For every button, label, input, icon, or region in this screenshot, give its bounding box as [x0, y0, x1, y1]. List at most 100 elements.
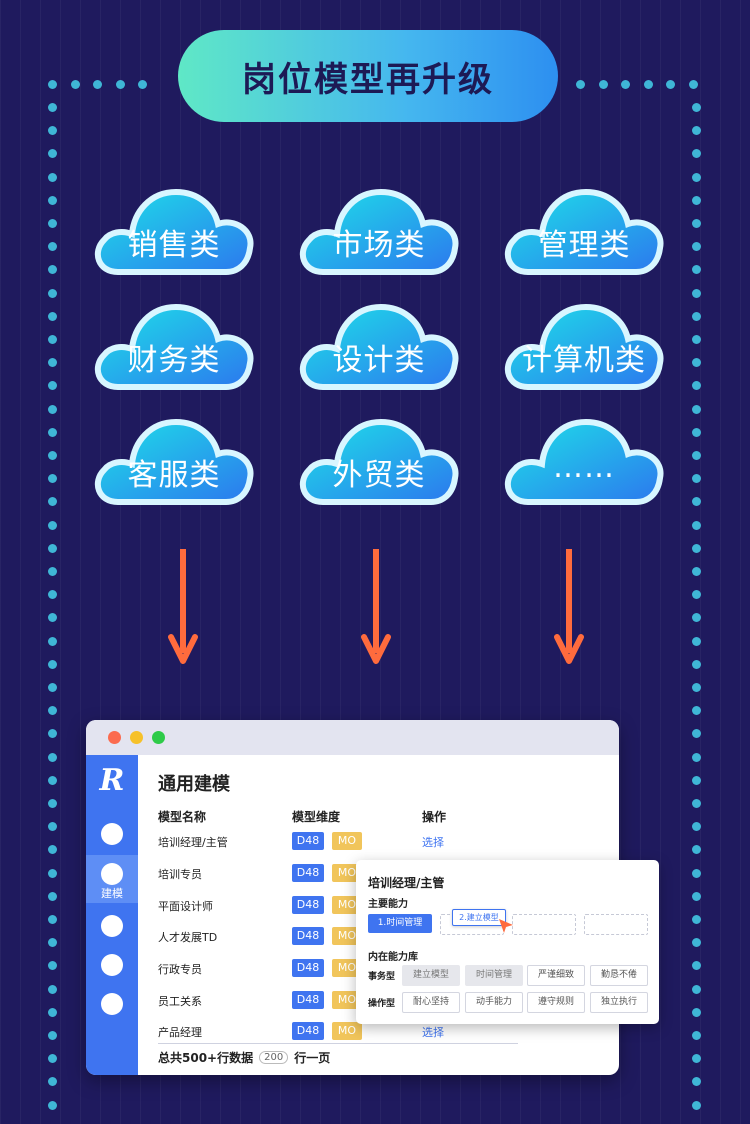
select-link[interactable]: 选择: [422, 836, 444, 849]
border-dot: [48, 729, 57, 739]
border-dot: [692, 103, 701, 112]
border-dot: [48, 543, 57, 553]
border-dot: [666, 80, 675, 89]
cloud-icon: [94, 188, 254, 275]
ability-slot[interactable]: [512, 914, 576, 935]
border-dot: [48, 451, 57, 460]
border-dot: [692, 659, 701, 669]
cloud-icon: [94, 418, 254, 505]
border-dot: [692, 729, 701, 739]
border-dot: [692, 335, 701, 344]
border-dot: [48, 659, 57, 669]
border-dot: [692, 683, 701, 692]
main-abilities-label: 主要能力: [368, 899, 408, 910]
border-dot: [688, 80, 698, 89]
border-dot: [692, 822, 701, 832]
minimize-icon[interactable]: [130, 731, 143, 744]
border-dot: [692, 288, 701, 298]
ability-slot[interactable]: [584, 914, 648, 935]
border-dot: [48, 219, 57, 228]
category-label: 市场类: [332, 228, 426, 263]
dragging-ability-chip[interactable]: 2.建立模型: [452, 909, 506, 926]
select-link[interactable]: 选择: [422, 1026, 444, 1039]
dimension-tag-d48: D48: [292, 927, 324, 945]
ability-chip[interactable]: 遵守规则: [527, 992, 585, 1013]
category-cloud: 外贸类: [293, 412, 465, 532]
ability-chip[interactable]: 独立执行: [590, 992, 648, 1013]
sidebar-item-icon[interactable]: [101, 915, 123, 937]
popup-title: 培训经理/主管: [368, 876, 445, 890]
model-name: 员工关系: [158, 995, 202, 1008]
border-dot: [48, 195, 57, 205]
border-dot: [48, 636, 57, 646]
ability-chip[interactable]: 建立模型: [402, 965, 460, 986]
border-dot: [48, 288, 57, 298]
border-dot: [692, 404, 701, 414]
table-footer: 总共500+行数据 200 行一页: [158, 1049, 330, 1066]
ability-group-label: 事务型: [368, 972, 396, 982]
section-title: 通用建模: [158, 774, 230, 795]
per-page-text: 行一页: [294, 1051, 331, 1065]
border-dot: [48, 1007, 57, 1017]
ability-chip[interactable]: 耐心坚持: [402, 992, 460, 1013]
border-dot: [48, 497, 57, 507]
arrow-down-icon: [554, 549, 584, 664]
ability-chip-selected[interactable]: 1.时间管理: [368, 914, 432, 933]
border-dot: [48, 242, 57, 252]
model-name: 平面设计师: [158, 900, 213, 913]
ability-chip[interactable]: 勤恳不倦: [590, 965, 648, 986]
ability-chip[interactable]: 动手能力: [465, 992, 523, 1013]
border-dot: [692, 636, 701, 646]
category-label: 管理类: [537, 228, 631, 263]
border-dot: [48, 172, 57, 182]
sidebar-item-modeling-icon[interactable]: [101, 863, 123, 885]
border-dot: [48, 520, 57, 530]
ability-chip[interactable]: 时间管理: [465, 965, 523, 986]
inner-abilities-label: 内在能力库: [368, 952, 418, 963]
category-label: 外贸类: [332, 458, 426, 493]
dimension-tag-mo: MO: [332, 896, 362, 914]
border-dot: [692, 381, 701, 391]
border-dot: [692, 427, 701, 437]
border-dot: [70, 80, 80, 89]
border-dot: [692, 915, 701, 924]
cloud-icon: [94, 303, 254, 390]
border-dot: [643, 80, 653, 89]
sidebar-item-label: 建模: [101, 887, 123, 900]
arrow-down-icon: [361, 549, 391, 664]
sidebar-item-icon[interactable]: [101, 993, 123, 1015]
border-dot: [48, 845, 57, 855]
page-size-input[interactable]: 200: [259, 1051, 289, 1064]
dimension-tag-mo: MO: [332, 1022, 362, 1040]
border-dot: [692, 126, 701, 136]
border-dot: [576, 80, 585, 89]
cloud-icon: [504, 418, 664, 505]
cloud-icon: [504, 188, 664, 275]
model-name: 产品经理: [158, 1026, 202, 1039]
sidebar-item-icon[interactable]: [101, 954, 123, 976]
border-dot: [692, 984, 701, 994]
dimension-tag-mo: MO: [332, 991, 362, 1009]
border-dot: [692, 1100, 701, 1110]
category-cloud: 管理类: [498, 182, 670, 302]
dimension-tag-d48: D48: [292, 864, 324, 882]
column-header-dimension: 模型维度: [292, 810, 341, 824]
cloud-icon: [504, 303, 664, 390]
sidebar-item-icon[interactable]: [101, 823, 123, 845]
close-icon[interactable]: [108, 731, 121, 744]
border-dot: [692, 799, 701, 808]
ability-chip[interactable]: 严谨细致: [527, 965, 585, 986]
dimension-tag-d48: D48: [292, 1022, 324, 1040]
maximize-icon[interactable]: [152, 731, 165, 744]
border-dot: [48, 961, 57, 971]
border-dot: [692, 358, 701, 368]
ability-group-label: 操作型: [368, 999, 396, 1009]
category-label: 设计类: [332, 343, 426, 378]
border-dot: [692, 868, 701, 878]
arrow-down-icon: [168, 549, 198, 664]
border-dot: [692, 219, 701, 228]
border-dot: [48, 404, 57, 414]
column-header-action: 操作: [422, 810, 447, 824]
total-rows-text: 总共500+行数据: [158, 1051, 254, 1065]
border-dot: [48, 775, 57, 785]
